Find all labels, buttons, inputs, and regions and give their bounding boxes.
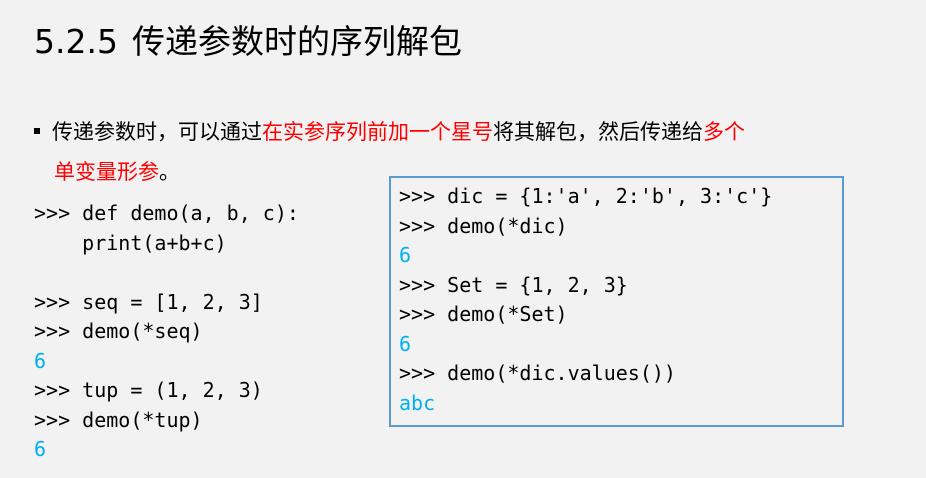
code-output-line: 6 [399, 243, 412, 267]
code-output-line: abc [399, 390, 436, 415]
left-code-block: >>> def demo(a, b, c): print(a+b+c) >>> s… [34, 199, 299, 465]
slide-title: 5.2.5 传递参数时的序列解包 [34, 20, 462, 64]
bullet-highlight-3: 单变量形参 [54, 160, 159, 184]
code-line: >>> dic = {1:'a', 2:'b', 3:'c'} [399, 184, 773, 208]
code-output-line: 6 [399, 331, 412, 356]
bullet-point: 传递参数时，可以通过在实参序列前加一个星号将其解包，然后传递给多个 [34, 117, 745, 147]
bullet-text-part2: 将其解包，然后传递给 [493, 120, 703, 144]
code-blank-line [34, 258, 299, 288]
code-output-line: 6 [34, 437, 47, 461]
bullet-text-part1: 传递参数时，可以通过 [52, 120, 262, 144]
code-line: print(a+b+c) [34, 230, 227, 255]
bullet-highlight-2: 多个 [703, 120, 745, 144]
code-line: >>> demo(*seq) [34, 319, 203, 343]
code-line: >>> tup = (1, 2, 3) [34, 378, 263, 402]
code-line: >>> demo(*tup) [34, 407, 203, 432]
bullet-text-part3: 。 [159, 160, 180, 184]
right-code-block: >>> dic = {1:'a', 2:'b', 3:'c'} >>> demo(… [399, 182, 772, 418]
code-line: >>> demo(*Set) [399, 302, 568, 326]
section-title-text: 传递参数时的序列解包 [131, 22, 462, 61]
right-code-box: >>> dic = {1:'a', 2:'b', 3:'c'} >>> demo(… [389, 176, 844, 427]
code-line: >>> Set = {1, 2, 3} [399, 272, 628, 297]
bullet-point-continuation: 单变量形参。 [54, 157, 180, 187]
code-output-line: 6 [34, 348, 47, 373]
code-line: >>> demo(*dic.values()) [399, 361, 676, 385]
code-line: >>> seq = [1, 2, 3] [34, 289, 263, 314]
code-line: >>> demo(*dic) [399, 213, 568, 238]
bullet-highlight-1: 在实参序列前加一个星号 [262, 120, 493, 144]
code-line: >>> def demo(a, b, c): [34, 201, 299, 225]
bullet-square-icon [34, 128, 40, 134]
section-number: 5.2.5 [34, 22, 118, 61]
